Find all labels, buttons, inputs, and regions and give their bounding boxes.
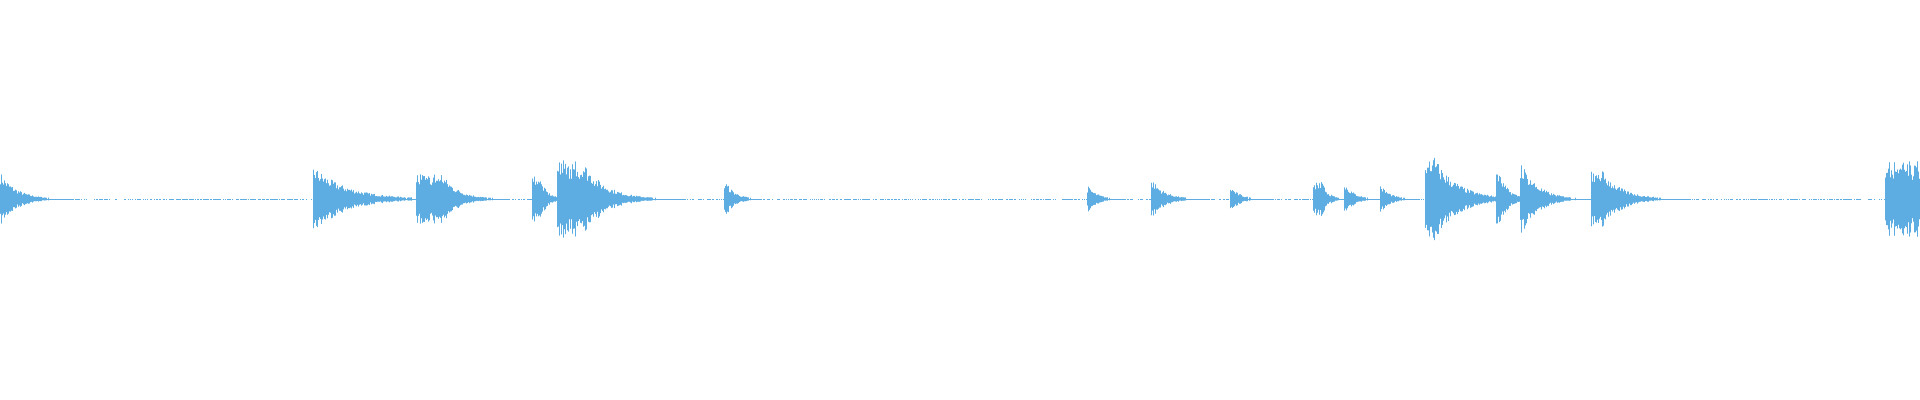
waveform-peaks — [0, 157, 1920, 241]
